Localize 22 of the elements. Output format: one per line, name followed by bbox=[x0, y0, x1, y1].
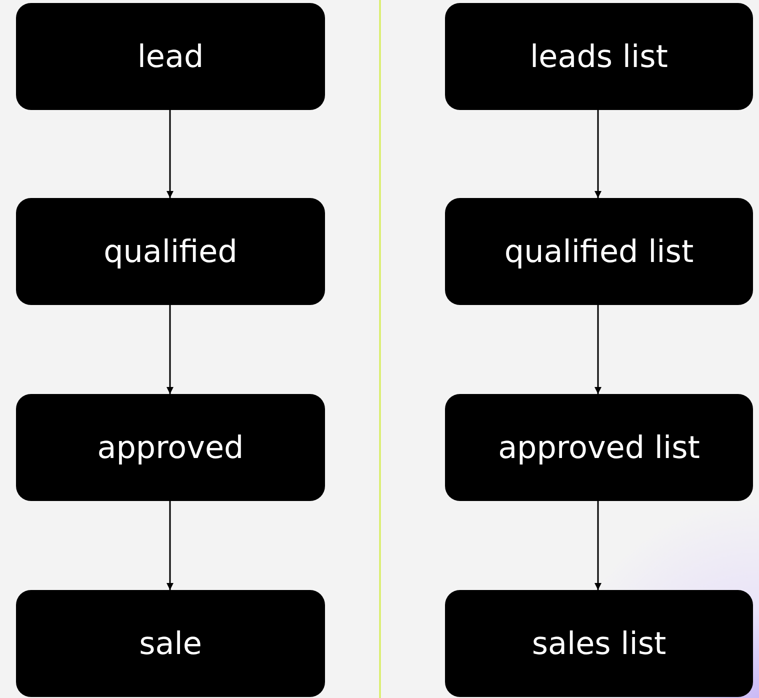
process-box bbox=[16, 590, 325, 697]
box-label: qualified bbox=[104, 234, 238, 270]
box-label: approved bbox=[97, 430, 244, 466]
box-label: sales list bbox=[532, 626, 666, 662]
arrow bbox=[166, 501, 174, 590]
process-box bbox=[445, 590, 753, 697]
arrow bbox=[594, 305, 602, 394]
box-label: leads list bbox=[530, 38, 668, 74]
process-box bbox=[445, 394, 753, 501]
arrow bbox=[594, 110, 602, 198]
process-box bbox=[445, 3, 753, 110]
box-label: approved list bbox=[498, 430, 700, 466]
box-label: sale bbox=[139, 626, 202, 662]
process-box bbox=[16, 198, 325, 305]
arrow bbox=[594, 501, 602, 590]
box-label: lead bbox=[137, 38, 204, 74]
process-box bbox=[445, 198, 753, 305]
process-box bbox=[16, 394, 325, 501]
arrow bbox=[166, 305, 174, 394]
process-box bbox=[16, 3, 325, 110]
arrow bbox=[166, 110, 174, 198]
box-label: qualified list bbox=[504, 234, 694, 270]
